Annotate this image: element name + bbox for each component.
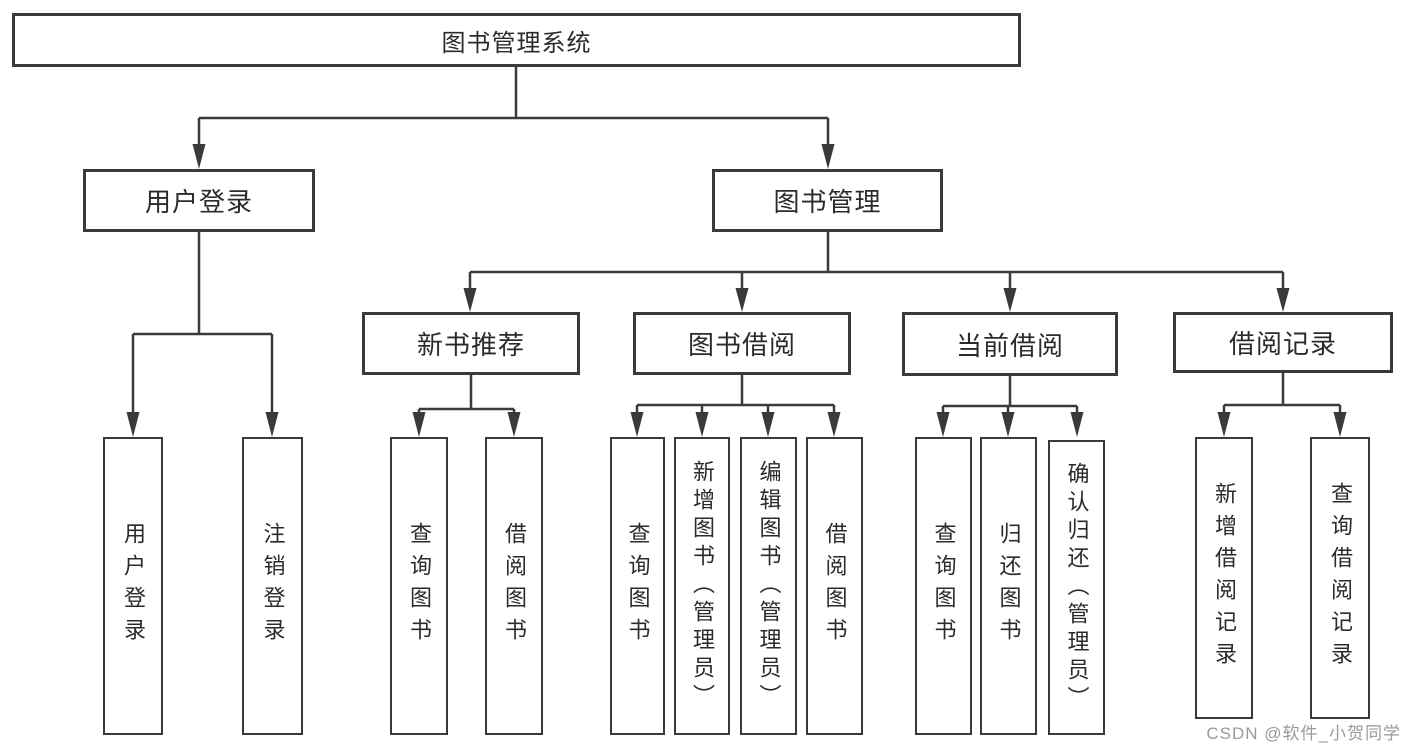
node-borrow-record-label: 借阅记录 [1228,329,1337,359]
node-current-borrow-label: 当前借阅 [955,330,1064,361]
node-leaf-return-book: 归还图书 [980,437,1037,735]
node-leaf-edit-book-admin: 编辑图书（管理员） [740,437,797,735]
node-leaf-query-book-current-label: 查询图书 [931,522,957,650]
node-new-book-recommend: 新书推荐 [362,312,580,375]
node-new-book-recommend-label: 新书推荐 [416,330,525,360]
node-leaf-return-book-label: 归还图书 [996,522,1022,650]
node-leaf-borrow-book-recommend-label: 借阅图书 [502,522,527,650]
node-leaf-add-borrow-record-label: 新增借阅记录 [1212,482,1237,674]
arrowheads [126,144,1347,437]
node-root: 图书管理系统 [12,13,1021,67]
node-leaf-user-login-label: 用户登录 [121,522,146,650]
node-leaf-add-book-admin-label: 新增图书（管理员） [690,460,715,712]
watermark-text: CSDN @软件_小贺同学 [1206,724,1401,743]
node-leaf-query-book-current: 查询图书 [915,437,972,735]
node-leaf-query-borrow-record-label: 查询借阅记录 [1328,482,1353,674]
node-leaf-add-book-admin: 新增图书（管理员） [674,437,730,735]
node-book-borrow: 图书借阅 [633,312,851,375]
node-user-login: 用户登录 [83,169,315,232]
node-leaf-user-login: 用户登录 [103,437,163,735]
node-leaf-confirm-return-admin-label: 确认归还（管理员） [1064,461,1090,714]
node-leaf-confirm-return-admin: 确认归还（管理员） [1048,440,1105,735]
node-leaf-borrow-book-recommend: 借阅图书 [485,437,543,735]
node-user-login-label: 用户登录 [144,187,253,217]
node-leaf-query-book-recommend-label: 查询图书 [407,522,432,650]
node-leaf-query-borrow-record: 查询借阅记录 [1310,437,1370,719]
node-borrow-record: 借阅记录 [1173,312,1393,373]
node-leaf-query-book-borrow-label: 查询图书 [625,522,651,650]
node-book-borrow-label: 图书借阅 [687,330,796,360]
node-leaf-query-book-recommend: 查询图书 [390,437,448,735]
node-book-management-label: 图书管理 [773,187,882,217]
node-root-label: 图书管理系统 [441,29,592,57]
node-leaf-logout-label: 注销登录 [260,522,286,650]
node-leaf-borrow-book: 借阅图书 [806,437,863,735]
node-current-borrow: 当前借阅 [902,312,1118,376]
node-leaf-add-borrow-record: 新增借阅记录 [1195,437,1253,719]
node-leaf-logout: 注销登录 [242,437,303,735]
node-leaf-edit-book-admin-label: 编辑图书（管理员） [756,460,782,712]
node-leaf-borrow-book-label: 借阅图书 [822,522,848,650]
node-leaf-query-book-borrow: 查询图书 [610,437,665,735]
node-book-management: 图书管理 [712,169,943,232]
